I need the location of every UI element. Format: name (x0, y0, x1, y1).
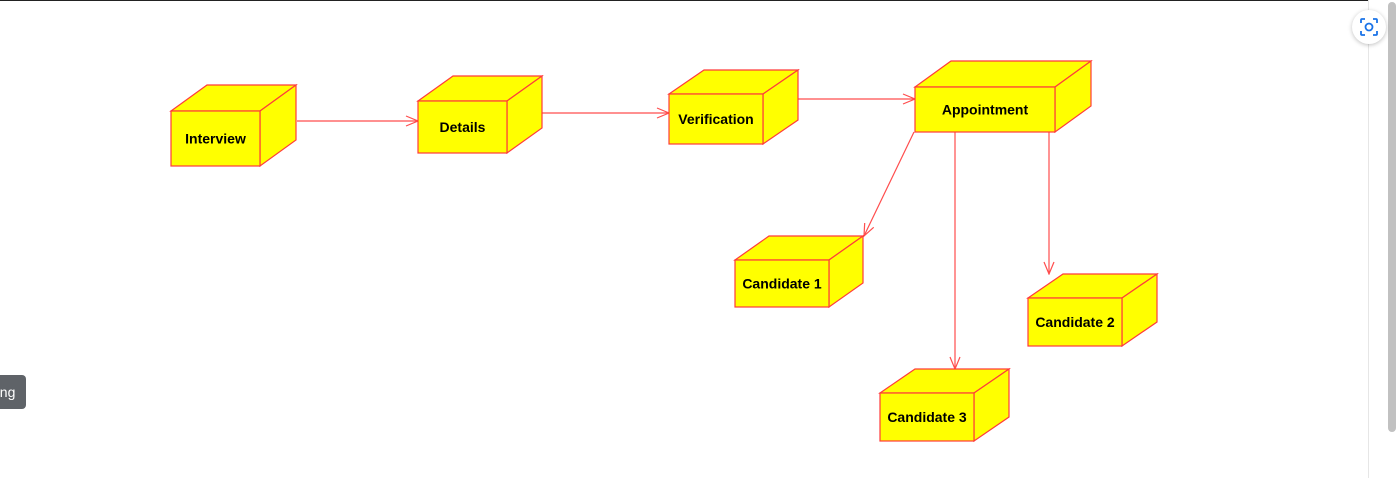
node-verification[interactable]: Verification (667, 68, 800, 146)
node-label: Appointment (942, 102, 1029, 118)
node-front-face (734, 259, 830, 308)
node-candidate3[interactable]: Candidate 3 (878, 367, 1011, 443)
node-front-face (170, 110, 261, 167)
edges-layer (297, 99, 1049, 369)
node-label: Verification (678, 111, 753, 127)
node-front-face (1027, 297, 1123, 347)
node-label: Details (440, 119, 486, 135)
edge-appointment-to-candidate1 (864, 131, 915, 236)
node-candidate1[interactable]: Candidate 1 (733, 234, 865, 309)
scrollbar-thumb[interactable] (1388, 2, 1396, 432)
node-front-face (417, 100, 508, 154)
node-label: Candidate 3 (887, 409, 967, 425)
node-label: Interview (185, 131, 246, 147)
focus-target-icon (1360, 18, 1378, 36)
nodes-layer: Interview Details Verification AppointmentC… (169, 59, 1159, 443)
side-tag[interactable]: png (0, 375, 27, 409)
side-tag-label: png (0, 384, 16, 400)
node-candidate2[interactable]: Candidate 2 (1026, 272, 1159, 348)
focus-button[interactable] (1352, 10, 1386, 44)
node-label: Candidate 1 (742, 276, 822, 292)
node-interview[interactable]: Interview (169, 83, 298, 168)
vertical-scrollbar[interactable] (1368, 0, 1398, 478)
node-appointment[interactable]: Appointment (913, 59, 1093, 134)
node-details[interactable]: Details (416, 74, 544, 155)
node-label: Candidate 2 (1035, 314, 1115, 330)
node-front-face (914, 86, 1056, 133)
node-front-face (668, 93, 764, 145)
node-front-face (879, 392, 975, 442)
